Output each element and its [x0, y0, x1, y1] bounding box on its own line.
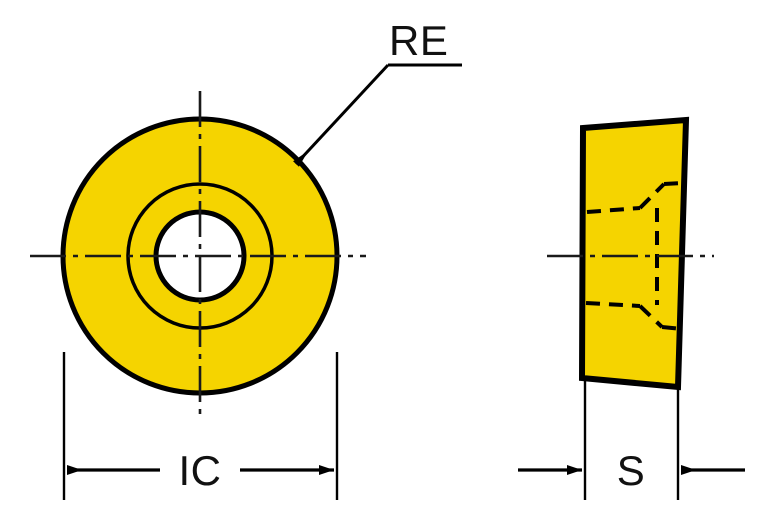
s-label: S: [617, 447, 646, 494]
ic-label: IC: [179, 447, 222, 494]
insert-side-profile: [578, 116, 690, 391]
hidden-line-upper-countersink-taper: [638, 182, 666, 210]
re-label: RE: [389, 17, 448, 64]
hidden-line-lower-counterbore-face: [585, 301, 641, 308]
side-view: [547, 116, 714, 391]
hidden-line-upper-counterbore-face: [586, 206, 641, 214]
hidden-line-lower-counterbore-bottom: [661, 325, 683, 331]
re-leader-line: [293, 63, 390, 167]
s-dimension: S: [518, 378, 745, 500]
corner-radius-callout: RE: [293, 17, 462, 167]
ic-dimension: IC: [62, 352, 339, 500]
hidden-line-upper-counterbore-top: [663, 181, 685, 186]
hidden-line-lower-countersink-taper: [638, 304, 664, 329]
front-view: [30, 91, 366, 420]
